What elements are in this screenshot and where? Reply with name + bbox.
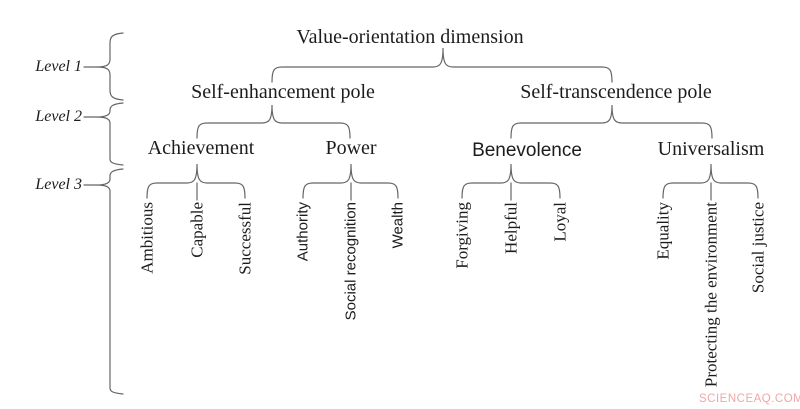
category-benevolence: Benevolence xyxy=(472,140,582,161)
bracket-benevolence xyxy=(461,163,561,199)
level-3-label: Level 3 xyxy=(35,176,82,193)
value-wealth: Wealth xyxy=(389,202,407,249)
value-ambitious: Ambitious xyxy=(137,202,157,274)
pole-self-enhancement: Self-enhancement pole xyxy=(191,81,375,103)
level-1-label: Level 1 xyxy=(35,58,82,75)
category-power: Power xyxy=(325,137,377,159)
value-capable: Capable xyxy=(187,202,207,258)
value-protecting-environment: Protecting the environment xyxy=(701,202,721,388)
watermark: SCIENCEAQ.COM xyxy=(699,393,800,405)
bracket-self-transcendence xyxy=(510,104,713,139)
value-forgiving: Forgiving xyxy=(452,202,472,269)
pole-self-transcendence: Self-transcendence pole xyxy=(520,81,712,103)
value-helpful: Helpful xyxy=(501,202,521,254)
brace-level-3-icon xyxy=(96,168,124,395)
brace-level-2-icon xyxy=(96,102,124,166)
bracket-power xyxy=(302,163,399,199)
value-equality: Equality xyxy=(653,202,673,260)
value-social-justice: Social justice xyxy=(748,202,768,294)
value-successful: Successful xyxy=(235,202,255,275)
value-authority: Authority xyxy=(294,202,312,262)
bracket-universalism xyxy=(662,163,759,199)
value-social-recognition: Social recognition xyxy=(342,202,360,321)
diagram-title: Value-orientation dimension xyxy=(296,26,524,48)
brace-level-1-icon xyxy=(96,32,124,101)
value-loyal: Loyal xyxy=(550,202,570,242)
category-universalism: Universalism xyxy=(657,138,765,160)
bracket-achievement xyxy=(146,163,246,199)
bracket-self-enhancement xyxy=(196,104,351,139)
bracket-root xyxy=(271,47,613,83)
level-2-label: Level 2 xyxy=(35,108,82,125)
category-achievement: Achievement xyxy=(147,137,255,159)
